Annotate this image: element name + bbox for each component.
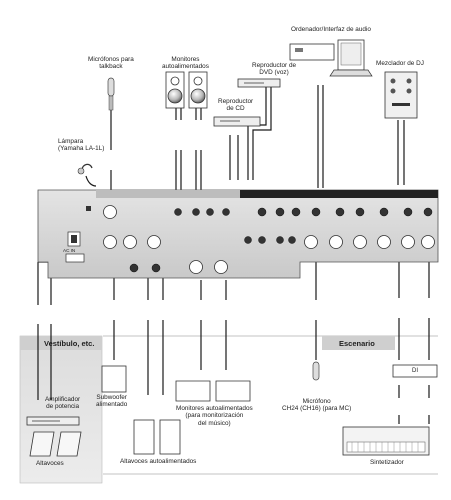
self-powered-speakers-icon	[133, 419, 181, 455]
stage-mic-icon	[312, 361, 320, 381]
lobby-speakers-icon	[29, 431, 82, 457]
musician-monitors-label: Monitores autoalimentados(para monitoriz…	[176, 405, 253, 427]
power-amp-icon	[26, 416, 80, 426]
lobby-speakers-label: Altavoces	[36, 460, 64, 467]
mixer-rear-panel	[37, 189, 439, 279]
phone-jack-row	[129, 207, 433, 273]
dvd-player-icon	[237, 78, 281, 88]
synthesizer-label: Sintetizador	[370, 459, 404, 466]
computer-label: Ordenador/Interfaz de audio	[291, 26, 371, 33]
stage-zone-label: Escenario	[339, 339, 375, 348]
di-box-icon	[392, 364, 438, 378]
synthesizer-icon	[342, 426, 430, 456]
lamp-icon	[77, 163, 93, 175]
computer-icon	[289, 39, 373, 77]
lobby-zone	[19, 335, 103, 484]
xlr-input-row	[103, 205, 435, 274]
self-powered-speakers-label: Altavoces autoalimentados	[120, 458, 197, 465]
lamp-label: Lámpara(Yamaha LA-1L)	[58, 138, 105, 153]
subwoofer-icon	[101, 365, 127, 393]
di-box-label: DI	[412, 368, 418, 374]
cd-player-icon	[213, 116, 261, 127]
talkback-mic-icon	[107, 77, 115, 111]
ac-in-label: AC IN	[63, 248, 76, 253]
musician-monitors-icon	[175, 380, 251, 402]
dj-mixer-icon	[384, 71, 418, 119]
lobby-zone-label: Vestíbulo, etc.	[44, 339, 95, 348]
monitor-speaker-icon	[165, 71, 208, 109]
dj-mixer-label: Mezclador de DJ	[376, 60, 424, 67]
stage-zone	[103, 335, 438, 475]
ac-inlet	[65, 253, 85, 263]
